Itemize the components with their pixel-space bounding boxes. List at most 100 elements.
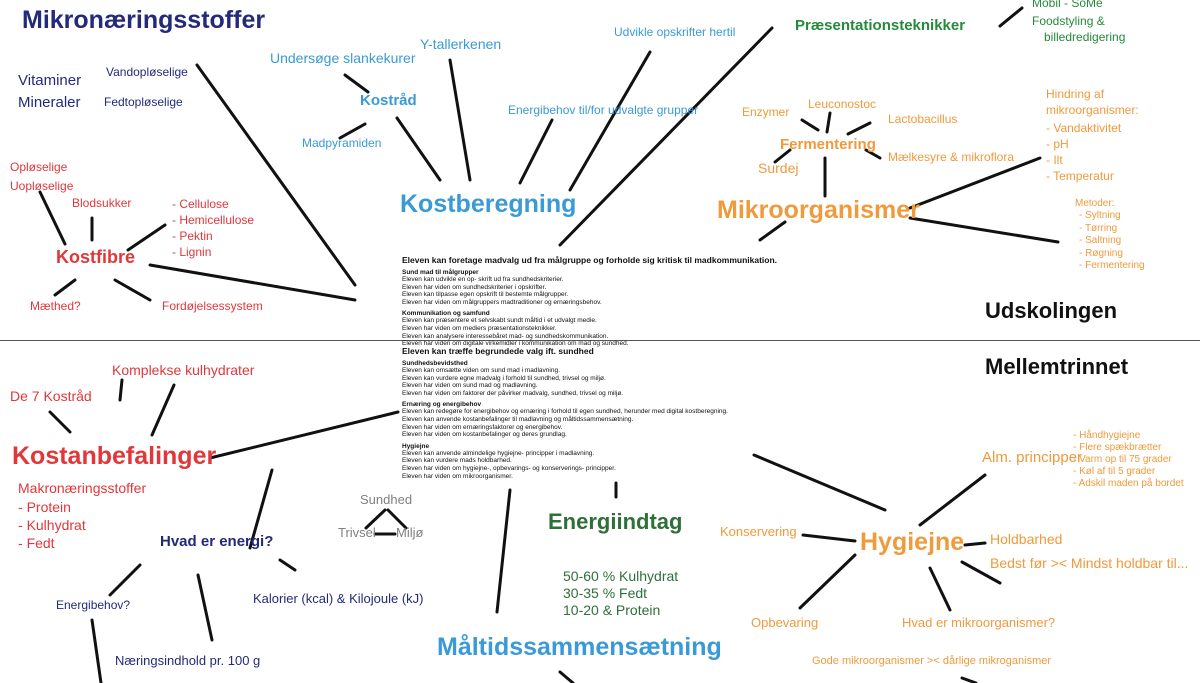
connector [48, 410, 72, 434]
stage-label-mellemtrinnet: Mellemtrinnet [985, 354, 1129, 379]
panel-line: Eleven kan præsentere et selvskabt sundt… [402, 317, 597, 325]
panel-heading: Eleven kan træffe begrundede valg ift. s… [402, 346, 594, 356]
panel-section-title: Kommunikation og samfund [402, 310, 490, 318]
connector [448, 58, 472, 182]
list-item: Røgning [1079, 248, 1145, 261]
connector [196, 573, 214, 642]
hvad-er-energi-title: Hvad er energi? [160, 533, 274, 550]
trivsel-label: Trivsel [338, 525, 376, 540]
panel-section-title: Sund mad til målgrupper [402, 269, 479, 276]
kalorier-label: Kalorier (kcal) & Kilojoule (kJ) [253, 591, 424, 606]
maethed-label: Mæthed? [30, 299, 81, 313]
connector [798, 553, 857, 610]
praesentation-item: billedredigering [1044, 30, 1126, 44]
konservering-label: Konservering [720, 524, 797, 539]
mineraler-label: Mineraler [18, 94, 81, 111]
list-item: Protein [18, 498, 86, 516]
panel-line: Eleven har viden om mikroorganismer. [402, 472, 513, 480]
bedst-foer-label: Bedst før >< Mindst holdbar til... [990, 555, 1189, 571]
energiindtag-title: Energiindtag [548, 509, 683, 534]
connector [343, 73, 370, 94]
connector [118, 378, 124, 402]
connector [278, 558, 297, 572]
vitaminer-label: Vitaminer [18, 72, 82, 89]
opskrifter-label: Udvikle opskrifter hertil [614, 25, 736, 39]
panel-line: Eleven har viden om kostanbefalinger og … [402, 431, 567, 439]
list-item: Pektin [172, 228, 254, 244]
stage-divider [0, 340, 1200, 341]
panel-line: Eleven kan analysere interessebåret mad-… [402, 332, 609, 340]
kostfibre-list: Cellulose Hemicellulose Pektin Lignin [172, 196, 254, 260]
connector [53, 278, 77, 297]
connector [908, 156, 1042, 210]
connector [846, 121, 872, 136]
list-item: Adskil maden på bordet [1073, 478, 1184, 490]
panel-line: Eleven kan omsætte viden om sund mad i m… [402, 367, 560, 374]
fedtoploselige-label: Fedtopløselige [104, 95, 183, 109]
connector [90, 618, 103, 683]
blodsukker-label: Blodsukker [72, 196, 132, 210]
panel-line: Eleven kan tilpasse egen opskrift til be… [402, 291, 569, 299]
praesentation-item: Mobil - SoMe [1032, 0, 1103, 10]
energibehov-grupper-label: Energibehov til/for udvalgte grupper [508, 103, 699, 117]
vandoploselige-label: Vandopløselige [106, 65, 188, 79]
madpyramiden-label: Madpyramiden [302, 136, 382, 150]
connector [568, 50, 652, 192]
mellemtrin-competence-panel: Eleven kan træffe begrundede valg ift. s… [402, 346, 728, 480]
connector [752, 453, 887, 512]
hygiejne-title: Hygiejne [860, 528, 965, 556]
list-item: Flere spækbrætter [1073, 442, 1184, 454]
connector [918, 473, 987, 527]
connector [963, 541, 987, 547]
panel-line: Eleven har viden om sundhedskriterier i … [402, 283, 547, 291]
connector [558, 670, 575, 683]
alm-principper-list: Håndhygiejne Flere spækbrætter Varm op t… [1073, 430, 1184, 490]
gode-daarlige-label: Gode mikroorganismer >< dårlige mikrogan… [812, 655, 1052, 667]
connector [495, 488, 512, 614]
makronaering-label: Makronæringsstoffer [18, 480, 147, 496]
opbevaring-label: Opbevaring [751, 615, 819, 630]
naeringsindhold-label: Næringsindhold pr. 100 g [115, 653, 261, 668]
list-item: Syltning [1079, 210, 1145, 223]
fordojelse-label: Fordøjelsessystem [162, 299, 263, 313]
list-item: Fermentering [1079, 260, 1144, 273]
mikronaering-title: Mikronæringsstoffer [22, 6, 266, 34]
list-item: Cellulose [172, 196, 254, 212]
panel-section-title: Hygiejne [402, 442, 430, 450]
panel-line: Eleven har viden om målgruppers madtradi… [402, 298, 602, 306]
connector [386, 508, 408, 530]
panel-line: Eleven har viden om faktorer der påvirke… [402, 389, 624, 397]
connector [801, 533, 857, 543]
leuconostoc-label: Leuconostoc [808, 97, 877, 111]
list-item: Tørring [1079, 223, 1145, 236]
holdbarhed-label: Holdbarhed [990, 531, 1063, 547]
maaltidssammensaetning-title: Måltidssammensætning [437, 633, 722, 661]
panel-line: Eleven har viden om digitale virkemidler… [402, 340, 629, 348]
panel-heading: Eleven kan foretage madvalg ud fra målgr… [402, 255, 778, 265]
list-item: Håndhygiejne [1073, 430, 1184, 442]
list-item: pH [1046, 136, 1121, 152]
connector [558, 26, 774, 247]
y-tallerkenen-label: Y-tallerkenen [420, 36, 502, 52]
list-item: Saltning [1079, 235, 1145, 248]
uoploselige-label: Uopløselige [10, 179, 74, 193]
lactobacillus-label: Lactobacillus [888, 112, 958, 126]
sundhed-label: Sundhed [360, 492, 413, 507]
oploselige-label: Opløselige [10, 160, 68, 174]
makronaering-list: Protein Kulhydrat Fedt [18, 498, 86, 552]
connector [800, 118, 820, 132]
energiindtag-line: 10-20 & Protein [563, 602, 661, 618]
kostanbefalinger-title: Kostanbefalinger [12, 442, 217, 470]
slankekurer-label: Undersøge slankekurer [270, 50, 416, 66]
panel-line: Eleven kan anvende kostanbefalinger til … [402, 415, 634, 423]
connector [338, 122, 367, 140]
surdej-label: Surdej [758, 160, 799, 176]
panel-line: Eleven kan vurdere mads holdbarhed. [402, 457, 512, 465]
panel-section-title: Sundhedsbevidsthed [402, 360, 468, 367]
panel-line: Eleven har viden om hygiejne-, opbevarin… [402, 464, 616, 472]
list-item: Hemicellulose [172, 212, 254, 228]
connector [248, 468, 274, 550]
komplekse-kulhydrater-label: Komplekse kulhydrater [112, 362, 255, 378]
maelkesyre-label: Mælkesyre & mikroflora [888, 150, 1015, 164]
miljo-label: Miljø [396, 525, 424, 540]
